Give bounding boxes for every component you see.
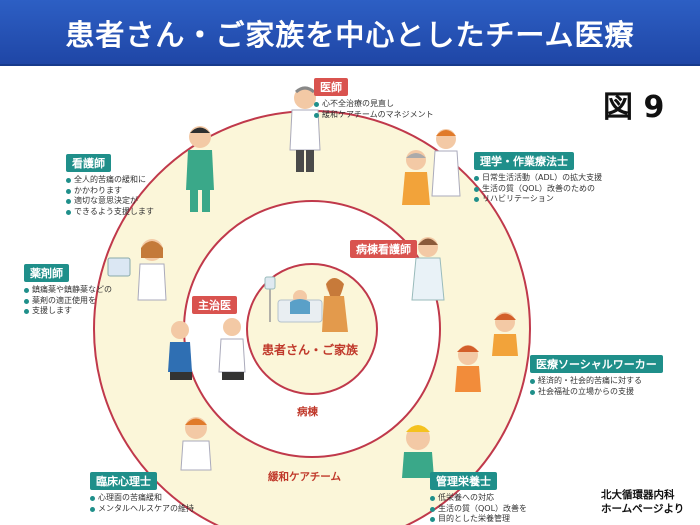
bullet: 薬剤の適正使用を xyxy=(24,296,112,307)
role-psychologist: 臨床心理士 心理面の苦痛緩和 メンタルヘルスケアの維持 xyxy=(90,470,194,514)
role-nurse: 看護師 全人的苦痛の緩和に かかわります 適切な意思決定が できるよう支援します xyxy=(66,152,154,217)
bullet: 心理面の苦痛緩和 xyxy=(90,493,194,504)
role-title: 管理栄養士 xyxy=(430,472,497,490)
bullet: 緩和ケアチームのマネジメント xyxy=(314,110,434,121)
credit-line: ホームページより xyxy=(601,503,685,515)
role-title: 病棟看護師 xyxy=(350,240,417,258)
bullet: 日常生活活動（ADL）の拡大支援 xyxy=(474,173,602,184)
bullet: メンタルヘルスケアの維持 xyxy=(90,504,194,515)
bullet: 経済的・社会的苦痛に対する xyxy=(530,376,663,387)
credit-line: 北大循環器内科 xyxy=(601,489,675,501)
bullet: 全人的苦痛の緩和に xyxy=(66,175,154,186)
page-title: 患者さん・ご家族を中心としたチーム医療 xyxy=(65,18,635,52)
bullet: 社会福祉の立場からの支援 xyxy=(530,387,663,398)
bullet: 生活の質（QOL）改善を xyxy=(430,504,527,515)
ring-label-palliative-team: 緩和ケアチーム xyxy=(268,471,341,483)
role-title: 理学・作業療法士 xyxy=(474,152,574,170)
role-attending: 主治医 xyxy=(192,294,237,314)
role-social-worker: 医療ソーシャルワーカー 経済的・社会的苦痛に対する 社会福祉の立場からの支援 xyxy=(530,353,663,397)
ward-nurse-illustration xyxy=(411,237,445,301)
social-worker-illustration xyxy=(455,312,518,392)
bullet: 支援します xyxy=(24,306,112,317)
center-label: 患者さん・ご家族 xyxy=(262,343,359,357)
bullet: 生活の質（QOL）改善のための xyxy=(474,184,602,195)
bullet: 適切な意思決定が xyxy=(66,196,154,207)
bullet: リハビリテーション xyxy=(474,194,602,205)
patient-family-illustration xyxy=(264,276,348,332)
role-title: 薬剤師 xyxy=(24,264,69,282)
role-title: 看護師 xyxy=(66,154,111,172)
ring-label-ward: 病棟 xyxy=(297,406,318,418)
role-doctor: 医師 心不全治療の見直し 緩和ケアチームのマネジメント xyxy=(314,76,434,120)
inner-ring xyxy=(246,263,378,395)
doctor-illustration xyxy=(289,86,321,172)
role-title: 主治医 xyxy=(192,296,237,314)
role-therapist: 理学・作業療法士 日常生活活動（ADL）の拡大支援 生活の質（QOL）改善のため… xyxy=(474,150,602,205)
role-pharmacist: 薬剤師 鎮痛薬や鎮静薬などの 薬剤の適正使用を 支援します xyxy=(24,262,112,317)
bullet: 鎮痛薬や鎮静薬などの xyxy=(24,285,112,296)
psychologist-illustration xyxy=(180,417,212,471)
bullet: できるよう支援します xyxy=(66,207,154,218)
role-title: 医療ソーシャルワーカー xyxy=(530,355,663,373)
bullet: 心不全治療の見直し xyxy=(314,99,434,110)
role-ward-nurse: 病棟看護師 xyxy=(350,238,417,258)
bullet: 低栄養への対応 xyxy=(430,493,527,504)
source-credit: 北大循環器内科 ホームページより xyxy=(601,488,699,516)
dietitian-illustration xyxy=(402,425,434,478)
bullet: 目的とした栄養管理 xyxy=(430,514,527,525)
attending-doctors-illustration xyxy=(168,318,246,380)
bullet: かかわります xyxy=(66,186,154,197)
figure-label: 図 9 xyxy=(603,90,665,125)
pharmacist-illustration xyxy=(107,239,167,301)
role-title: 臨床心理士 xyxy=(90,472,157,490)
header-bar: 患者さん・ご家族を中心としたチーム医療 xyxy=(0,0,700,66)
role-dietitian: 管理栄養士 低栄養への対応 生活の質（QOL）改善を 目的とした栄養管理 xyxy=(430,470,527,525)
therapist-illustration xyxy=(402,129,461,205)
role-title: 医師 xyxy=(314,78,348,96)
nurse-illustration xyxy=(186,126,214,212)
